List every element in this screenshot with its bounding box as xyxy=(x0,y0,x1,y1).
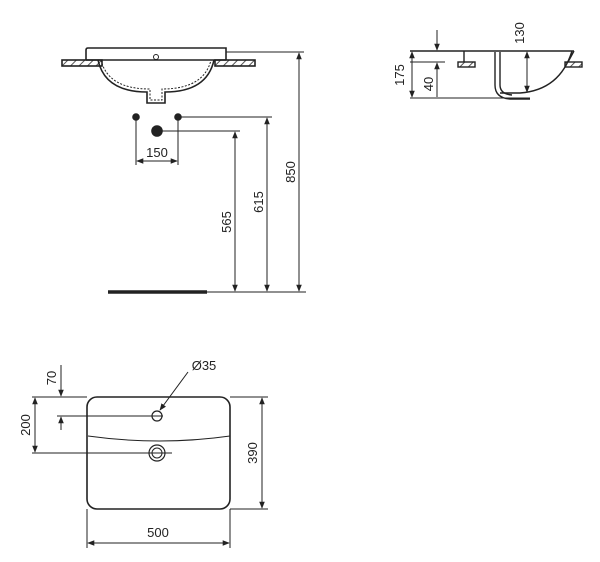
basin-bowl xyxy=(97,59,215,104)
dim-supply-height: 615 xyxy=(251,191,266,213)
dim-overall-height: 175 xyxy=(392,64,407,86)
front-elevation xyxy=(61,47,306,294)
dim-tap-offset: 70 xyxy=(44,371,59,385)
plan-view xyxy=(32,365,268,548)
dim-waste-offset: 200 xyxy=(18,414,33,436)
dim-depth: 390 xyxy=(245,442,260,464)
dim-rim-height: 850 xyxy=(283,161,298,183)
dim-width: 500 xyxy=(147,525,169,540)
counter-left xyxy=(61,59,103,67)
dim-tap-spacing: 150 xyxy=(146,145,168,160)
dim-under-deck: 40 xyxy=(421,77,436,91)
overflow-hole xyxy=(153,54,159,60)
dim-tap-hole-diameter: Ø35 xyxy=(192,358,217,373)
dim-waste-height: 565 xyxy=(219,211,234,233)
side-section xyxy=(409,30,583,100)
counter-right xyxy=(214,59,256,67)
dim-bowl-depth: 130 xyxy=(512,22,527,44)
